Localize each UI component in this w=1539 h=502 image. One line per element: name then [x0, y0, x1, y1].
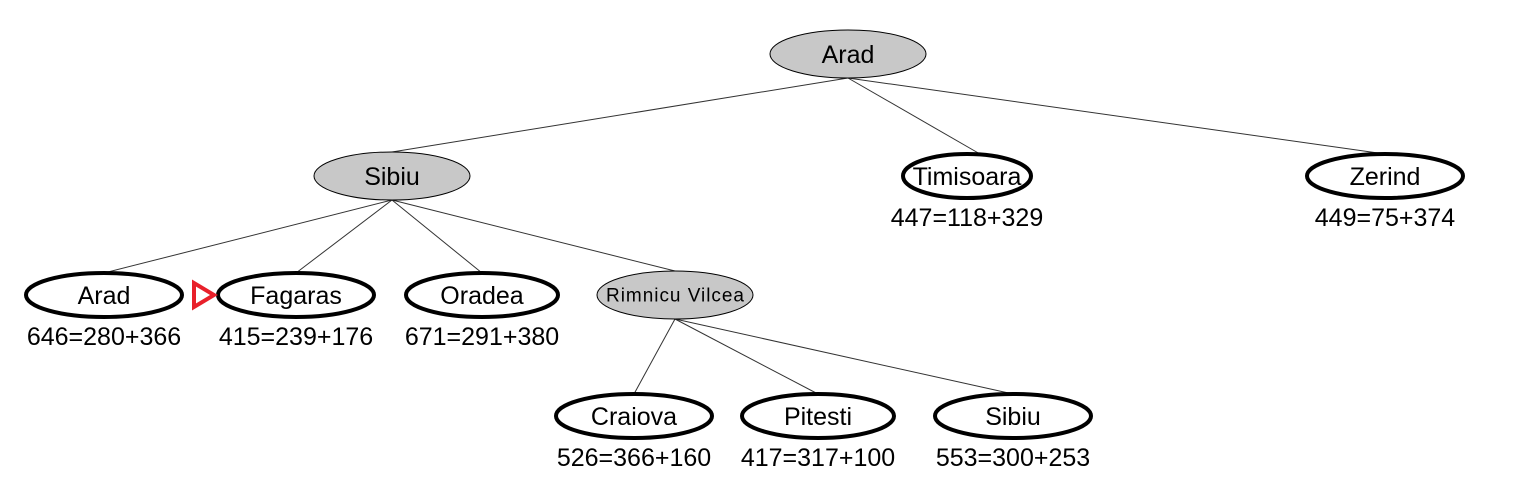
- edge-sibiu-to-rimnicu: [391, 199, 676, 272]
- tree-cost-labels: 447=118+329 449=75+374 646=280+366 415=239+…: [27, 204, 1455, 472]
- cost-label-arad_2: 646=280+366: [27, 323, 181, 351]
- node-label-arad_2: Arad: [78, 282, 131, 310]
- edge-sibiu-to-oradea: [391, 199, 483, 274]
- edge-rimnicu-to-sibiu_2: [674, 318, 1014, 395]
- cost-label-pitesti: 417=317+100: [741, 444, 895, 472]
- cost-label-fagaras: 415=239+176: [219, 323, 373, 351]
- node-label-oradea: Oradea: [440, 282, 523, 310]
- node-ellipse-sibiu: [313, 151, 471, 201]
- node-arad_root: Arad: [769, 29, 927, 79]
- node-ellipse-rimnicu: [596, 270, 754, 320]
- node-ellipse-zerind: [1305, 152, 1465, 200]
- node-label-rimnicu: Rimnicu Vilcea: [606, 286, 744, 307]
- cost-label-timisoara: 447=118+329: [891, 204, 1043, 232]
- cost-label-craiova: 526=366+160: [557, 444, 711, 472]
- node-ellipse-craiova: [554, 392, 714, 440]
- cost-label-oradea: 671=291+380: [405, 323, 559, 351]
- node-craiova: Craiova: [554, 392, 714, 440]
- node-pitesti: Pitesti: [740, 392, 896, 440]
- tree-edges: [103, 77, 1386, 395]
- node-label-craiova: Craiova: [591, 403, 677, 431]
- tree-markers: [192, 279, 218, 311]
- edge-rimnicu-to-pitesti: [674, 318, 819, 395]
- node-zerind: Zerind: [1305, 152, 1465, 200]
- edge-sibiu-to-fagaras: [295, 199, 393, 274]
- node-oradea: Oradea: [404, 271, 560, 319]
- cost-label-sibiu_2: 553=300+253: [936, 444, 1090, 472]
- node-ellipse-sibiu_2: [933, 392, 1093, 440]
- node-ellipse-fagaras: [216, 271, 376, 319]
- node-arad_2: Arad: [24, 271, 184, 319]
- node-ellipse-pitesti: [740, 392, 896, 440]
- edge-arad_root-to-zerind: [847, 77, 1386, 155]
- node-label-timisoara: Timisoara: [913, 163, 1022, 191]
- node-ellipse-timisoara: [901, 152, 1033, 200]
- edge-sibiu-to-arad_2: [103, 199, 393, 274]
- edge-arad_root-to-timisoara: [847, 77, 981, 155]
- red-triangle-pointer-icon: [192, 279, 218, 311]
- node-ellipse-arad_2: [24, 271, 184, 319]
- node-label-zerind: Zerind: [1350, 163, 1421, 191]
- node-ellipse-arad_root: [769, 29, 927, 79]
- cost-label-zerind: 449=75+374: [1315, 204, 1456, 232]
- node-label-fagaras: Fagaras: [250, 282, 342, 310]
- node-label-sibiu: Sibiu: [364, 163, 420, 191]
- node-sibiu_2: Sibiu: [933, 392, 1093, 440]
- node-ellipse-oradea: [404, 271, 560, 319]
- edge-rimnicu-to-craiova: [633, 318, 676, 395]
- edge-arad_root-to-sibiu: [391, 77, 849, 153]
- node-label-arad_root: Arad: [822, 41, 875, 69]
- node-label-sibiu_2: Sibiu: [985, 403, 1041, 431]
- node-timisoara: Timisoara: [901, 152, 1033, 200]
- node-fagaras: Fagaras: [216, 271, 376, 319]
- node-rimnicu: Rimnicu Vilcea: [596, 270, 754, 320]
- node-sibiu: Sibiu: [313, 151, 471, 201]
- node-label-pitesti: Pitesti: [784, 403, 852, 431]
